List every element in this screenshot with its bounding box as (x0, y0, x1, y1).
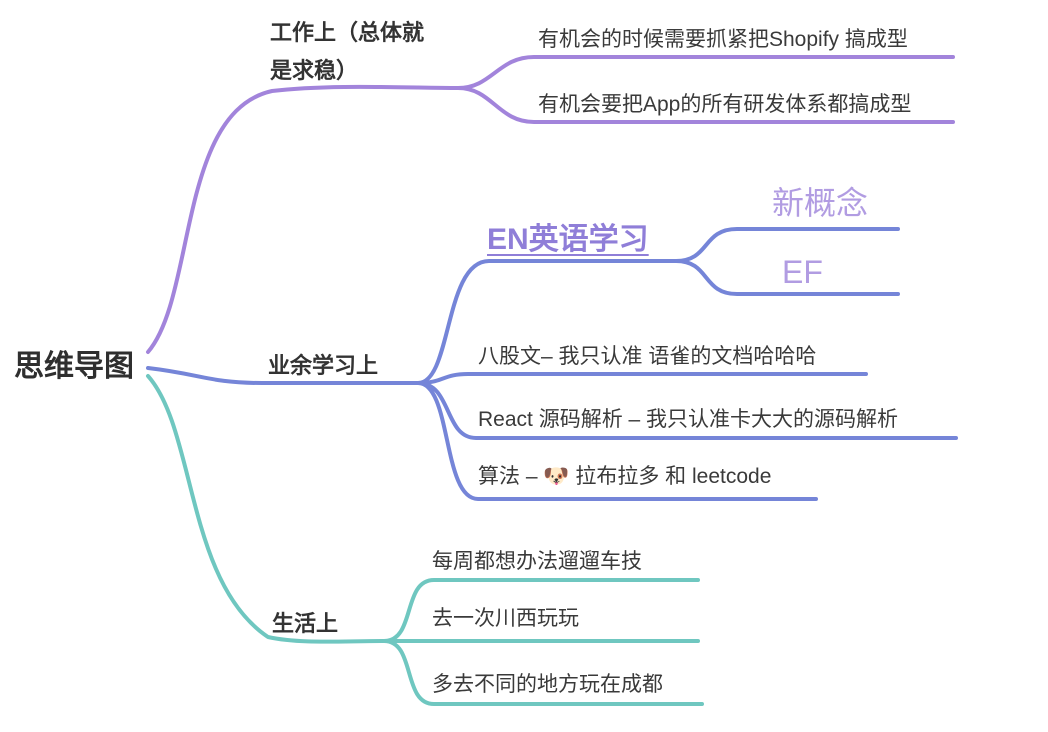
study-child-line-suanfa (416, 381, 818, 501)
study-child-line-bagu (416, 372, 868, 385)
study-child-line-en (416, 259, 678, 385)
life-branch-line (146, 374, 386, 644)
leaf-node-xingainian[interactable]: 新概念 (772, 185, 869, 221)
leaf-node-algorithm[interactable]: 算法 – 🐶 拉布拉多 和 leetcode (478, 465, 772, 488)
leaf-node-chuanxi[interactable]: 去一次川西玩玩 (432, 607, 579, 630)
work-child-line-app (456, 86, 955, 124)
life-child-line-chengdu (382, 639, 704, 706)
en-child-line-xingainian (674, 227, 900, 263)
leaf-node-app-rd[interactable]: 有机会要把App的所有研发体系都搞成型 (538, 93, 912, 116)
root-node[interactable]: 思维导图 (14, 350, 134, 383)
leaf-node-driving[interactable]: 每周都想办法遛遛车技 (432, 550, 642, 573)
leaf-node-react-source[interactable]: React 源码解析 – 我只认准卡大大的源码解析 (478, 408, 899, 431)
work-branch-line (146, 84, 460, 354)
leaf-node-baguwen[interactable]: 八股文– 我只认准 语雀的文档哈哈哈 (478, 345, 817, 368)
leaf-node-shopify[interactable]: 有机会的时候需要抓紧把Shopify 搞成型 (538, 28, 908, 51)
branch-node-study[interactable]: 业余学习上 (268, 353, 379, 378)
branch-node-life[interactable]: 生活上 (272, 611, 339, 636)
leaf-node-ef[interactable]: EF (782, 254, 823, 290)
leaf-node-chengdu[interactable]: 多去不同的地方玩在成都 (432, 673, 663, 696)
subbranch-node-english[interactable]: EN英语学习 (487, 223, 649, 256)
work-child-line-shopify (456, 55, 955, 90)
study-branch-line (146, 366, 420, 385)
en-child-line-ef (674, 259, 900, 296)
branch-node-work[interactable]: 工作上（总体就是求稳） (270, 20, 425, 83)
life-child-line-cheji (382, 578, 700, 643)
